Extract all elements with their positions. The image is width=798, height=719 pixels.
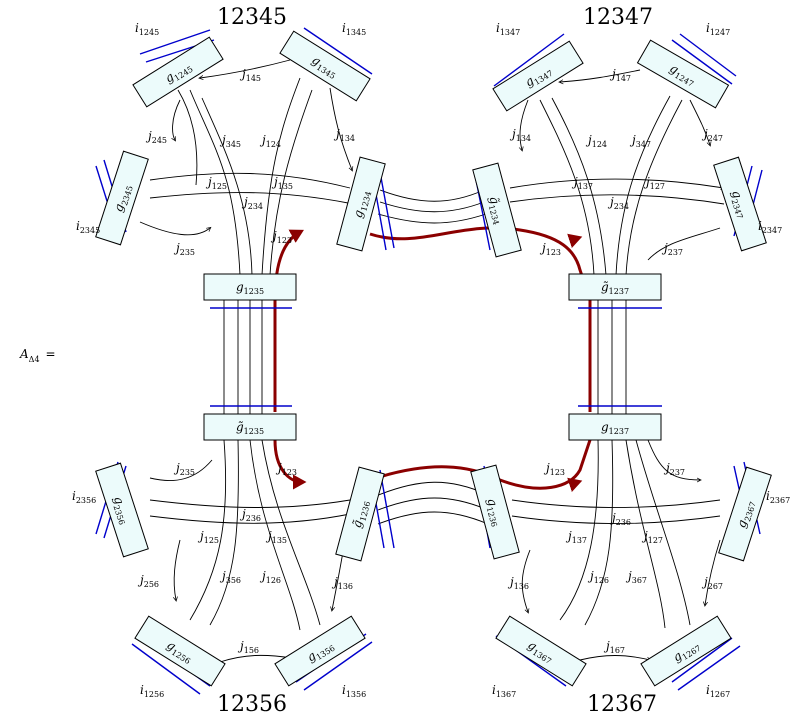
node-box-1236: g̃1236 bbox=[335, 466, 385, 562]
node-box-2367: g2367 bbox=[718, 466, 772, 562]
node-box-1345: g1345 bbox=[279, 30, 371, 102]
wire-label-j123: j123 bbox=[270, 229, 292, 245]
wire-label-j134: j134 bbox=[333, 127, 355, 143]
node-box-1256: g1256 bbox=[134, 615, 226, 687]
node-box-1237: g̃1237 bbox=[568, 273, 662, 301]
wire-label-j147: j147 bbox=[609, 67, 631, 83]
node-box-1247: g1247 bbox=[636, 39, 730, 109]
wire-label-j256: j256 bbox=[137, 573, 159, 589]
wire-label-j135: j135 bbox=[265, 529, 287, 545]
node-box-2345: g2345 bbox=[95, 150, 149, 246]
wire-label-j367: j367 bbox=[625, 569, 647, 585]
node-box-1267: g1267 bbox=[640, 615, 732, 687]
wire-label-j123: j123 bbox=[543, 461, 565, 477]
wire-label-i1267: i1267 bbox=[706, 683, 730, 699]
wire-label-j234: j234 bbox=[241, 195, 263, 211]
wire-label-j124: j124 bbox=[259, 133, 281, 149]
wire-label-i2367: i2367 bbox=[766, 489, 790, 505]
node-box-2347: g2347 bbox=[713, 156, 767, 252]
wire-label-j236: j236 bbox=[239, 507, 261, 523]
node-box-1236: g1236 bbox=[470, 464, 520, 560]
wire-label-i2345: i2345 bbox=[76, 219, 100, 235]
node-box-1356: g1356 bbox=[274, 615, 366, 687]
red-loop bbox=[273, 226, 592, 492]
node-box-label: g1235 bbox=[236, 280, 264, 296]
wire-label-j234: j234 bbox=[607, 195, 629, 211]
wire-label-j136: j136 bbox=[331, 575, 353, 591]
wire-labels: i1245 i1345 i1347 i1247 i2345 i2347 i2356 i2367… bbox=[72, 21, 790, 699]
wire-label-j167: j167 bbox=[603, 639, 625, 655]
wire-label-i1345: i1345 bbox=[342, 21, 366, 37]
wires bbox=[139, 59, 724, 663]
wire-label-j135: j135 bbox=[271, 175, 293, 191]
wire-label-j347: j347 bbox=[629, 133, 651, 149]
node-box-label: g1237 bbox=[601, 420, 629, 436]
wire-label-i1367: i1367 bbox=[492, 683, 516, 699]
node-box-2356: g2356 bbox=[95, 462, 149, 558]
wire-label-j235: j235 bbox=[173, 461, 195, 477]
wire-label-j247: j247 bbox=[701, 127, 723, 143]
node-box-label: g̃1235 bbox=[236, 420, 264, 436]
wire-label-i2356: i2356 bbox=[72, 489, 96, 505]
wire-label-j124: j124 bbox=[585, 133, 607, 149]
wire-label-j356: j356 bbox=[219, 569, 241, 585]
node-box-1235: g̃1235 bbox=[203, 413, 297, 441]
node-box-1235: g1235 bbox=[203, 273, 297, 301]
equation-lhs: AΔ4= bbox=[19, 347, 56, 364]
node-box-1234: g1234 bbox=[336, 156, 386, 252]
wire-label-j156: j156 bbox=[237, 639, 259, 655]
node-box-label: g̃1237 bbox=[601, 280, 629, 296]
corner-title-12347: 12347 bbox=[583, 5, 653, 30]
wire-label-j345: j345 bbox=[219, 133, 241, 149]
wire-label-j137: j137 bbox=[565, 529, 587, 545]
wire-label-j136: j136 bbox=[507, 575, 529, 591]
wire-label-j125: j125 bbox=[205, 175, 227, 191]
wire-label-j137: j137 bbox=[571, 175, 593, 191]
wire-label-j236: j236 bbox=[609, 511, 631, 527]
wire-label-j237: j237 bbox=[661, 241, 683, 257]
wire-label-i1247: i1247 bbox=[706, 21, 730, 37]
wire-label-i1347: i1347 bbox=[496, 21, 520, 37]
wire-label-i1256: i1256 bbox=[140, 683, 164, 699]
node-box-1367: g1367 bbox=[495, 615, 587, 687]
node-box-1245: g1245 bbox=[132, 36, 224, 108]
corner-title-12367: 12367 bbox=[587, 692, 657, 717]
blue-cut-lines bbox=[95, 27, 763, 695]
wire-label-i1356: i1356 bbox=[342, 683, 366, 699]
wire-label-j237: j237 bbox=[663, 461, 685, 477]
node-box-1237: g1237 bbox=[568, 413, 662, 441]
node-box-1234: g̃1234 bbox=[472, 162, 522, 258]
wire-label-j235: j235 bbox=[173, 241, 195, 257]
corner-title-12345: 12345 bbox=[217, 5, 287, 30]
wire-label-j134: j134 bbox=[509, 127, 531, 143]
wire-label-j145: j145 bbox=[239, 67, 261, 83]
wire-label-j127: j127 bbox=[643, 175, 665, 191]
node-box-1347: g1347 bbox=[492, 40, 584, 112]
wire-label-i2347: i2347 bbox=[758, 219, 782, 235]
wire-label-j127: j127 bbox=[641, 529, 663, 545]
wire-label-j123: j123 bbox=[539, 241, 561, 257]
wire-label-j245: j245 bbox=[145, 129, 167, 145]
wire-label-j267: j267 bbox=[701, 575, 723, 591]
node-boxes: g1245 g1345 g2345 g1234 g̃1234 g1347 g1247 g234… bbox=[95, 30, 772, 687]
wire-label-j125: j125 bbox=[197, 529, 219, 545]
wire-label-j123: j123 bbox=[275, 461, 297, 477]
wire-label-j126: j126 bbox=[587, 569, 609, 585]
corner-title-12356: 12356 bbox=[217, 692, 287, 717]
wire-label-j126: j126 bbox=[259, 569, 281, 585]
wire-label-i1245: i1245 bbox=[135, 21, 159, 37]
